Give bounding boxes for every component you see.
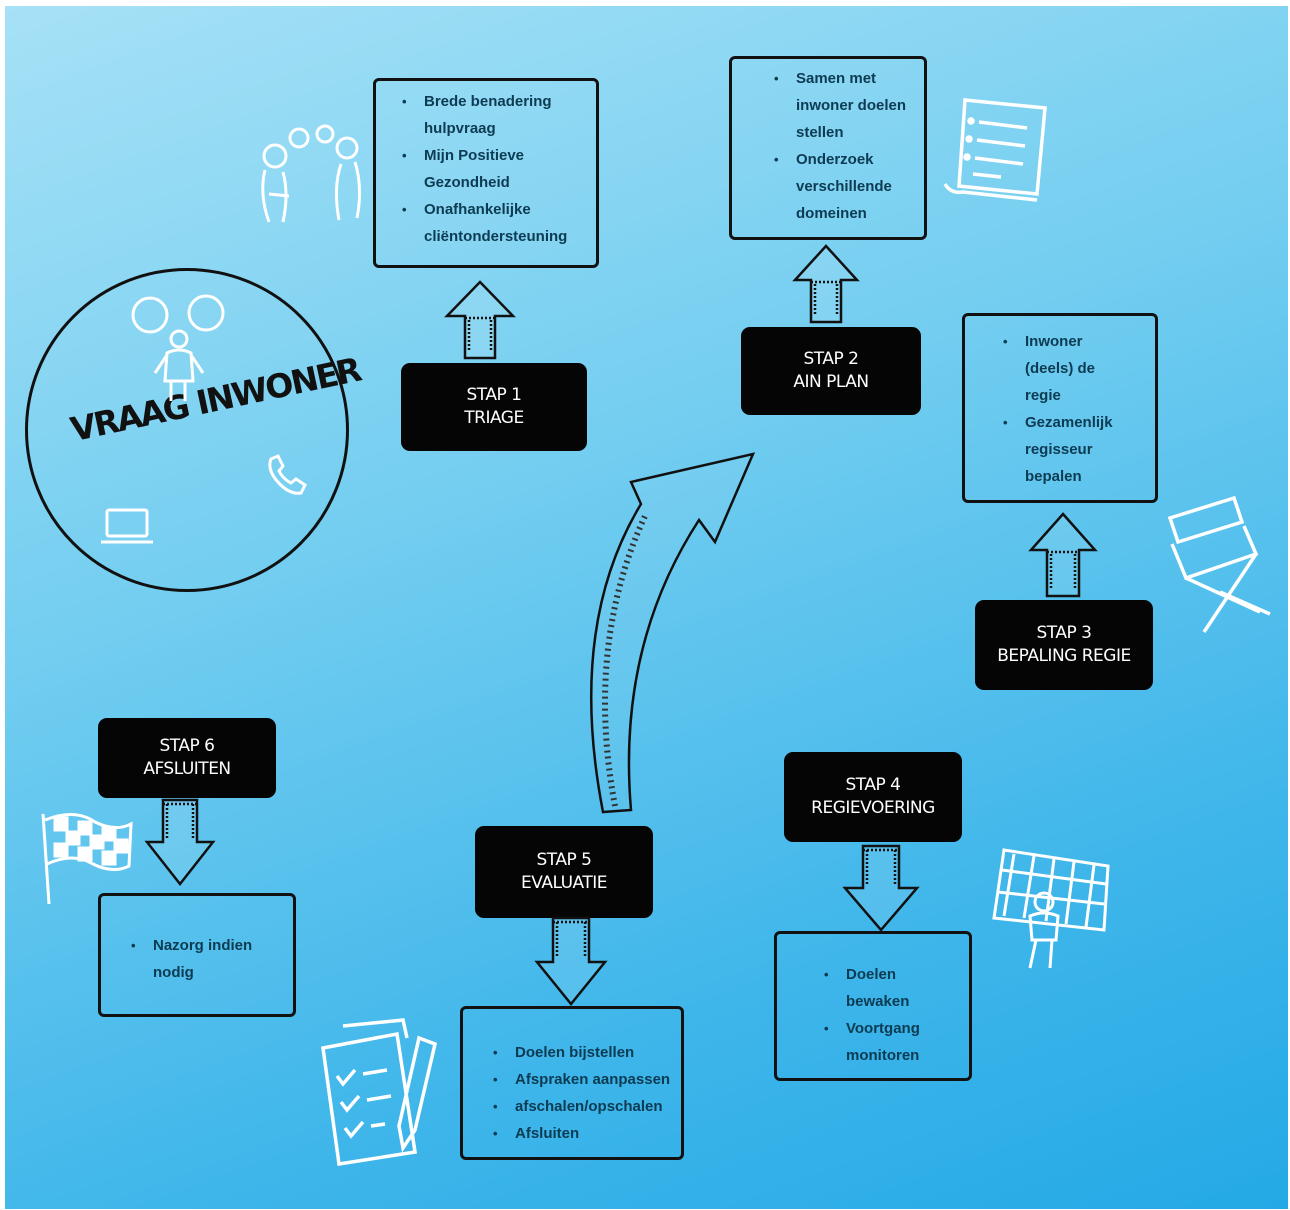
list-item: Samen met inwoner doelen stellen <box>774 65 906 146</box>
list-item: Afspraken aanpassen <box>493 1066 681 1093</box>
step2-info-box: Samen met inwoner doelen stellen Onderzo… <box>729 56 927 240</box>
step5-label: STAP 5 EVALUATIE <box>475 826 653 918</box>
step6-number: STAP 6 <box>159 736 215 756</box>
document-list-icon <box>943 98 1047 202</box>
step2-list: Samen met inwoner doelen stellen Onderzo… <box>774 65 924 227</box>
step4-number: STAP 4 <box>845 775 901 795</box>
step3-label: STAP 3 BEPALING REGIE <box>975 600 1153 690</box>
down-arrow-icon <box>534 916 608 1006</box>
step1-list: Brede benadering hulpvraag Mijn Positiev… <box>402 88 596 250</box>
list-item: Doelen bijstellen <box>493 1039 681 1066</box>
directors-chair-icon <box>1167 495 1271 633</box>
list-item: Brede benadering hulpvraag <box>402 88 574 142</box>
up-arrow-icon <box>1028 512 1098 598</box>
list-item: Inwoner (deels) de regie <box>1003 328 1135 409</box>
list-item: afschalen/opschalen <box>493 1093 681 1120</box>
list-item: Onafhankelijke cliëntondersteuning <box>402 196 594 250</box>
step3-number: STAP 3 <box>1036 623 1092 643</box>
up-arrow-icon <box>792 244 860 324</box>
list-item: Onderzoek verschillende domeinen <box>774 146 906 227</box>
person-thinking-icon <box>131 294 225 401</box>
step4-label: STAP 4 REGIEVOERING <box>784 752 962 842</box>
step5-number: STAP 5 <box>536 850 592 870</box>
list-item: Mijn Positieve Gezondheid <box>402 142 574 196</box>
conversation-icon <box>261 124 362 223</box>
step2-number: STAP 2 <box>803 349 859 369</box>
step6-info-box: Nazorg indien nodig <box>98 893 296 1017</box>
step6-label: STAP 6 AFSLUITEN <box>98 718 276 798</box>
step3-name: BEPALING REGIE <box>997 646 1131 666</box>
step3-info-box: Inwoner (deels) de regie Gezamenlijk reg… <box>962 313 1158 503</box>
step2-label: STAP 2 AIN PLAN <box>741 327 921 415</box>
checkered-flag-icon <box>41 813 133 905</box>
step1-name: TRIAGE <box>464 408 524 428</box>
step1-number: STAP 1 <box>466 385 522 405</box>
step5-list: Doelen bijstellen Afspraken aanpassen af… <box>493 1039 681 1147</box>
step6-name: AFSLUITEN <box>143 759 231 779</box>
phone-icon <box>268 454 307 495</box>
list-item: Voortgang monitoren <box>824 1015 936 1069</box>
list-item: Gezamenlijk regisseur bepalen <box>1003 409 1135 490</box>
curved-arrow-icon <box>589 452 756 814</box>
step5-info-box: Doelen bijstellen Afspraken aanpassen af… <box>460 1006 684 1160</box>
step1-label: STAP 1 TRIAGE <box>401 363 587 451</box>
diagram-canvas: VRAAG INWONER <box>5 6 1288 1209</box>
vraag-inwoner-circle <box>25 268 349 592</box>
laptop-icon <box>101 508 153 544</box>
list-item: Nazorg indien nodig <box>131 932 263 986</box>
step1-info-box: Brede benadering hulpvraag Mijn Positiev… <box>373 78 599 268</box>
step5-name: EVALUATIE <box>521 873 607 893</box>
step4-list: Doelen bewaken Voortgang monitoren <box>824 961 969 1069</box>
step4-info-box: Doelen bewaken Voortgang monitoren <box>774 931 972 1081</box>
goalkeeper-icon <box>992 848 1110 969</box>
checklist-icon <box>321 1018 438 1167</box>
up-arrow-icon <box>444 280 516 360</box>
step6-list: Nazorg indien nodig <box>131 932 293 986</box>
step4-name: REGIEVOERING <box>811 798 935 818</box>
step2-name: AIN PLAN <box>793 372 869 392</box>
list-item: Doelen bewaken <box>824 961 926 1015</box>
list-item: Afsluiten <box>493 1120 681 1147</box>
down-arrow-icon <box>842 844 920 932</box>
step3-list: Inwoner (deels) de regie Gezamenlijk reg… <box>1003 328 1155 490</box>
down-arrow-icon <box>144 798 216 887</box>
